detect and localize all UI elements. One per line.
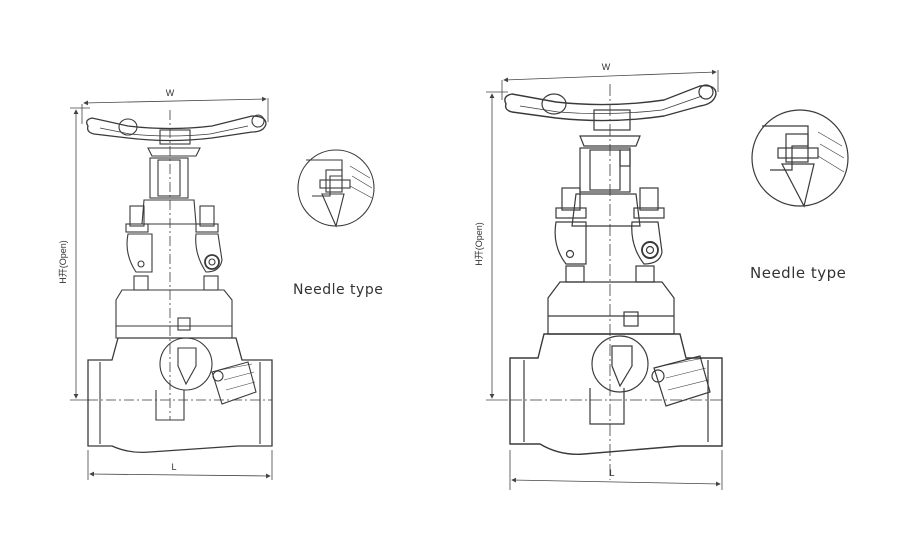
- right-height-label: H开(Open): [474, 222, 484, 266]
- left-body: [87, 337, 273, 454]
- left-caption: Needle type: [293, 282, 384, 298]
- right-needle-detail: [751, 109, 849, 208]
- right-dimensions: [486, 69, 723, 490]
- left-bonnet: [115, 289, 233, 339]
- right-valve: [486, 69, 849, 490]
- left-width-label: W: [166, 88, 175, 98]
- left-dimensions: [70, 96, 273, 480]
- right-bonnet: [547, 281, 675, 335]
- left-handwheel: [86, 114, 267, 157]
- right-length-label: L: [609, 468, 614, 478]
- left-height-label: H开(Open): [58, 240, 68, 284]
- left-needle-detail: [297, 149, 375, 228]
- left-length-label: L: [171, 462, 176, 472]
- right-yoke: [571, 84, 641, 480]
- right-body: [509, 333, 723, 455]
- right-caption: Needle type: [750, 264, 847, 282]
- left-bolts: [125, 205, 223, 291]
- left-valve: [70, 96, 375, 480]
- right-handwheel: [504, 84, 717, 147]
- right-width-label: W: [602, 62, 611, 72]
- right-bolts: [554, 187, 665, 283]
